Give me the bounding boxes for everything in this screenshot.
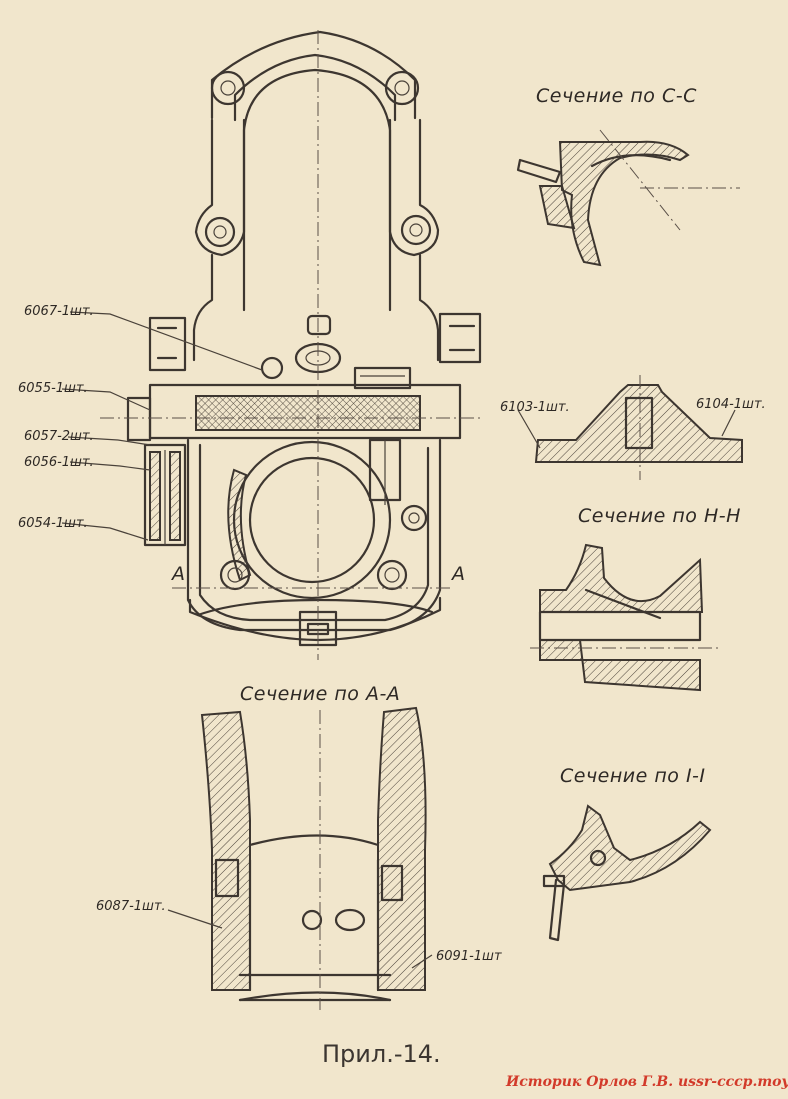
label-6057: 6057-2шт. bbox=[24, 429, 94, 444]
watermark: Историк Орлов Г.В. ussr-cccp.moy.su bbox=[505, 1074, 788, 1090]
section-title-a-a: Сечение по А-А bbox=[240, 683, 400, 705]
section-bracket bbox=[517, 375, 743, 480]
section-c-c bbox=[516, 129, 740, 267]
section-title-h-h: Сечение по Н-Н bbox=[578, 505, 741, 527]
label-6103: 6103-1шт. bbox=[500, 400, 570, 415]
section-a-a bbox=[167, 706, 433, 1010]
label-6056: 6056-1шт. bbox=[24, 455, 94, 470]
section-mark-a-left: A bbox=[170, 563, 186, 585]
section-mark-a-right: A bbox=[450, 563, 466, 585]
label-6055: 6055-1шт. bbox=[18, 381, 88, 396]
section-title-c-c: Сечение по С-С bbox=[536, 85, 697, 107]
leader-lines-main bbox=[61, 311, 263, 541]
main-view bbox=[100, 30, 482, 660]
section-title-i-i: Сечение по I-I bbox=[560, 765, 706, 787]
section-i-i bbox=[542, 804, 712, 942]
label-6091: 6091-1шт bbox=[436, 949, 502, 964]
section-h-h bbox=[530, 543, 720, 692]
label-6087: 6087-1шт. bbox=[96, 899, 166, 914]
label-6054: 6054-1шт. bbox=[18, 516, 88, 531]
page-caption: Прил.-14. bbox=[322, 1040, 441, 1068]
label-6067: 6067-1шт. bbox=[24, 304, 94, 319]
label-6104: 6104-1шт. bbox=[696, 397, 766, 412]
